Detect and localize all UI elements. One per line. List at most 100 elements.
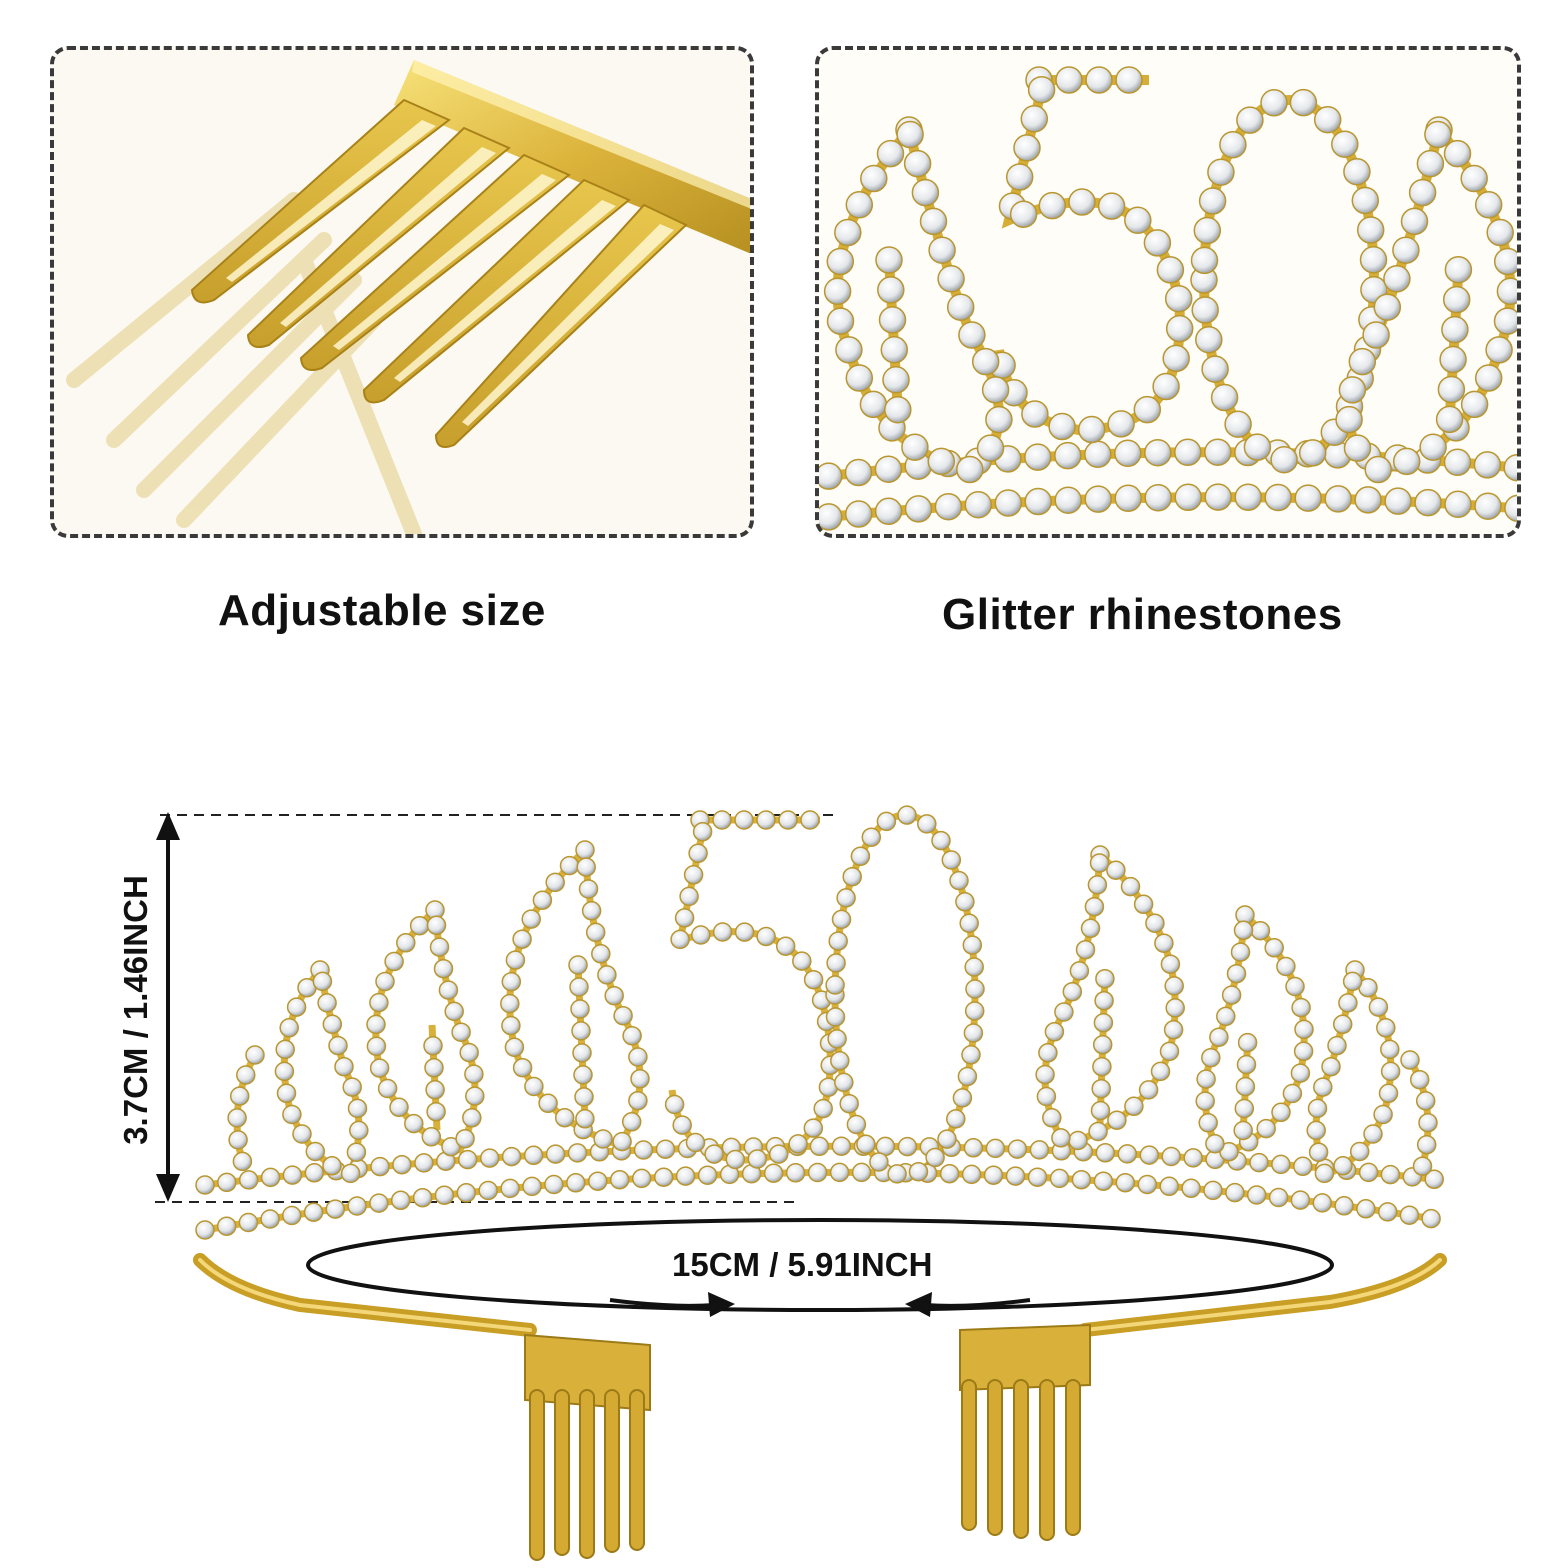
- rhinestone: [882, 366, 910, 394]
- rhinestone: [674, 908, 695, 928]
- rhinestone: [512, 929, 532, 949]
- rhinestone: [585, 922, 606, 943]
- rhinestone: [959, 913, 979, 934]
- rhinestone: [1335, 405, 1363, 434]
- rhinestone: [1124, 1096, 1144, 1117]
- rhinestone: [1120, 876, 1141, 897]
- rhinestone: [1460, 390, 1489, 419]
- rhinestone: [216, 1216, 237, 1236]
- rhinestone: [1097, 192, 1126, 220]
- rhinestone: [877, 276, 905, 304]
- rhinestone: [1150, 1061, 1171, 1082]
- rhinestone: [1250, 920, 1271, 941]
- rhinestone: [1020, 105, 1049, 133]
- rhinestone: [803, 1118, 824, 1138]
- rhinestone: [559, 855, 580, 876]
- rhinestone: [195, 1175, 215, 1195]
- rhinestone: [1124, 206, 1152, 235]
- tiara-dimension-figure: 50: [0, 790, 1568, 1568]
- rhinestone: [1087, 875, 1108, 895]
- rhinestone: [1380, 1039, 1400, 1060]
- rhinestone: [691, 925, 711, 945]
- rhinestone: [304, 1163, 325, 1183]
- rhinestone: [1107, 1110, 1127, 1130]
- rhinestone: [994, 489, 1023, 517]
- rhinestone: [317, 993, 337, 1013]
- rhinestone: [322, 1014, 343, 1035]
- rhinestone: [464, 1064, 484, 1084]
- rhinestone: [874, 455, 903, 483]
- rhinestone: [631, 1168, 652, 1189]
- rhinestone: [1373, 293, 1402, 321]
- rhinestone: [573, 1065, 593, 1085]
- rhinestone: [819, 462, 843, 490]
- rhinestone: [692, 821, 713, 842]
- rhinestone: [1091, 1078, 1111, 1099]
- rhinestone: [572, 1043, 592, 1063]
- rhinestone: [522, 1176, 542, 1197]
- rhinestone: [712, 922, 733, 942]
- rhinestone: [655, 1139, 676, 1159]
- left-comb: [524, 1333, 651, 1561]
- rhinestone: [939, 1163, 960, 1184]
- rhinestone: [1293, 1041, 1314, 1062]
- rhinestone: [961, 1164, 982, 1185]
- rhinestone: [1035, 1064, 1055, 1085]
- rhinestone: [1271, 1154, 1291, 1175]
- rhinestone: [229, 1086, 250, 1106]
- rhinestone: [1437, 375, 1466, 404]
- rhinestone: [884, 395, 912, 424]
- rhinestone: [1029, 1140, 1050, 1160]
- rhinestone: [957, 1066, 978, 1087]
- rhinestone: [756, 810, 776, 830]
- rhinestone: [903, 149, 932, 178]
- rhinestone: [1321, 1056, 1341, 1077]
- rhinestone: [697, 1165, 718, 1185]
- rhinestone: [1145, 913, 1165, 933]
- rhinestone: [1115, 66, 1143, 94]
- rhinestone: [683, 865, 704, 885]
- rhinestone: [861, 827, 882, 847]
- rhinestone: [941, 850, 962, 870]
- rhinestone: [434, 1185, 455, 1205]
- rhinestone: [500, 1178, 520, 1199]
- rhinestone: [1331, 130, 1359, 158]
- rhinestone: [1210, 383, 1239, 412]
- rhinestone: [390, 1190, 411, 1211]
- rhinestone: [1460, 164, 1488, 193]
- rhinestone: [1342, 971, 1363, 992]
- rhinestone: [963, 1138, 984, 1158]
- rhinestone: [426, 1101, 446, 1122]
- rhinestone: [1075, 939, 1096, 960]
- rhinestone: [286, 997, 307, 1017]
- rhinestone: [347, 1098, 368, 1119]
- rhinestone: [1474, 191, 1503, 219]
- rhinestone: [370, 1156, 390, 1177]
- rhinestone: [575, 1109, 595, 1129]
- rhinestone: [875, 246, 903, 274]
- rhinestone: [1485, 336, 1513, 364]
- rhinestone: [965, 979, 985, 999]
- rhinestone: [688, 843, 708, 864]
- rhinestone: [964, 490, 993, 519]
- rhinestone: [459, 1042, 479, 1063]
- rhinestone: [303, 1202, 324, 1222]
- rhinestone: [1415, 1091, 1436, 1111]
- rhinestone: [704, 1144, 724, 1164]
- rhinestone: [1233, 1120, 1253, 1141]
- rhinestone: [964, 957, 984, 977]
- rhinestone: [961, 1045, 981, 1065]
- rhinestone: [842, 866, 862, 887]
- rhinestone: [538, 1093, 558, 1114]
- rhinestone: [1308, 1142, 1329, 1162]
- rhinestone: [1416, 149, 1445, 178]
- rhinestone: [414, 1153, 434, 1173]
- rhinestone: [962, 935, 983, 955]
- rhinestone: [369, 1193, 389, 1213]
- rhinestone: [260, 1209, 280, 1229]
- rhinestone: [1107, 410, 1135, 438]
- rhinestone: [1174, 438, 1202, 467]
- rhinestone: [1414, 488, 1442, 517]
- rhinestone: [955, 892, 975, 912]
- rhinestone: [1443, 448, 1472, 477]
